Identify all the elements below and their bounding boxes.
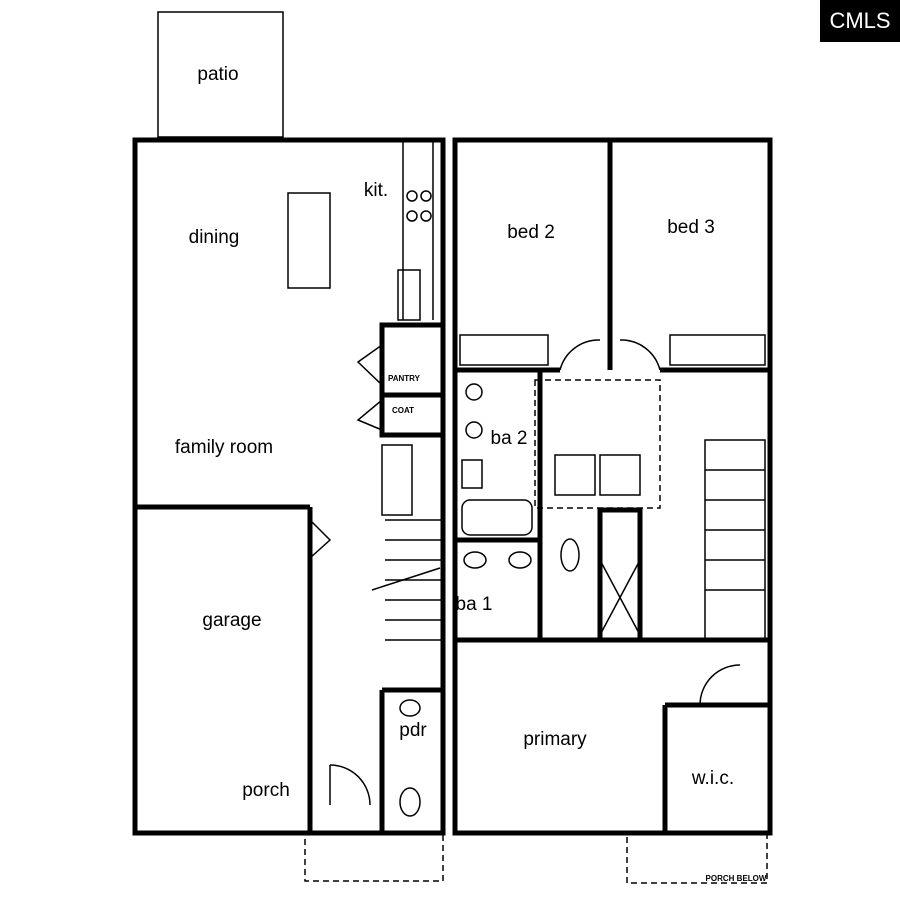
label-porch-below: PORCH BELOW bbox=[706, 874, 767, 883]
ba2-tub bbox=[461, 499, 533, 536]
stairs bbox=[371, 539, 443, 641]
pdr-sink bbox=[399, 699, 421, 717]
room-label-ba1: ba 1 bbox=[456, 594, 493, 615]
upper-stairs bbox=[704, 439, 766, 641]
svg-text:CMLS: CMLS bbox=[829, 8, 890, 33]
room-label-primary: primary bbox=[523, 729, 587, 750]
patio-outline bbox=[157, 11, 284, 138]
cmls-logo: CMLS bbox=[820, 0, 900, 42]
room-label-garage: garage bbox=[202, 610, 261, 631]
room-label-pantry: PANTRY bbox=[388, 374, 421, 383]
room-label-wic: w.i.c. bbox=[691, 768, 734, 789]
room-label-dining: dining bbox=[189, 227, 240, 248]
room-label-patio: patio bbox=[197, 64, 238, 85]
room-label-bed3: bed 3 bbox=[667, 217, 715, 238]
pdr-toilet bbox=[399, 787, 421, 817]
first-floor-plan: patio dining kit. family room garage por… bbox=[132, 11, 446, 882]
first-floor-outer-wall bbox=[132, 137, 446, 836]
room-label-kitchen: kit. bbox=[364, 180, 388, 201]
room-label-ba2: ba 2 bbox=[491, 428, 528, 449]
kitchen-island bbox=[287, 192, 331, 289]
pantry-coat-closets bbox=[379, 322, 446, 438]
porch-below bbox=[626, 832, 768, 884]
room-label-family-room: family room bbox=[175, 437, 273, 458]
room-label-powder: pdr bbox=[399, 720, 427, 741]
room-label-bed2: bed 2 bbox=[507, 222, 555, 243]
water-heater bbox=[381, 444, 413, 516]
room-label-porch: porch bbox=[242, 780, 290, 801]
room-label-coat: COAT bbox=[392, 406, 414, 415]
laundry-area bbox=[534, 379, 661, 509]
second-floor-plan: bed 2 bed 3 ba 2 ba 1 primary w.i.c. POR… bbox=[452, 137, 773, 884]
front-porch bbox=[304, 832, 444, 882]
